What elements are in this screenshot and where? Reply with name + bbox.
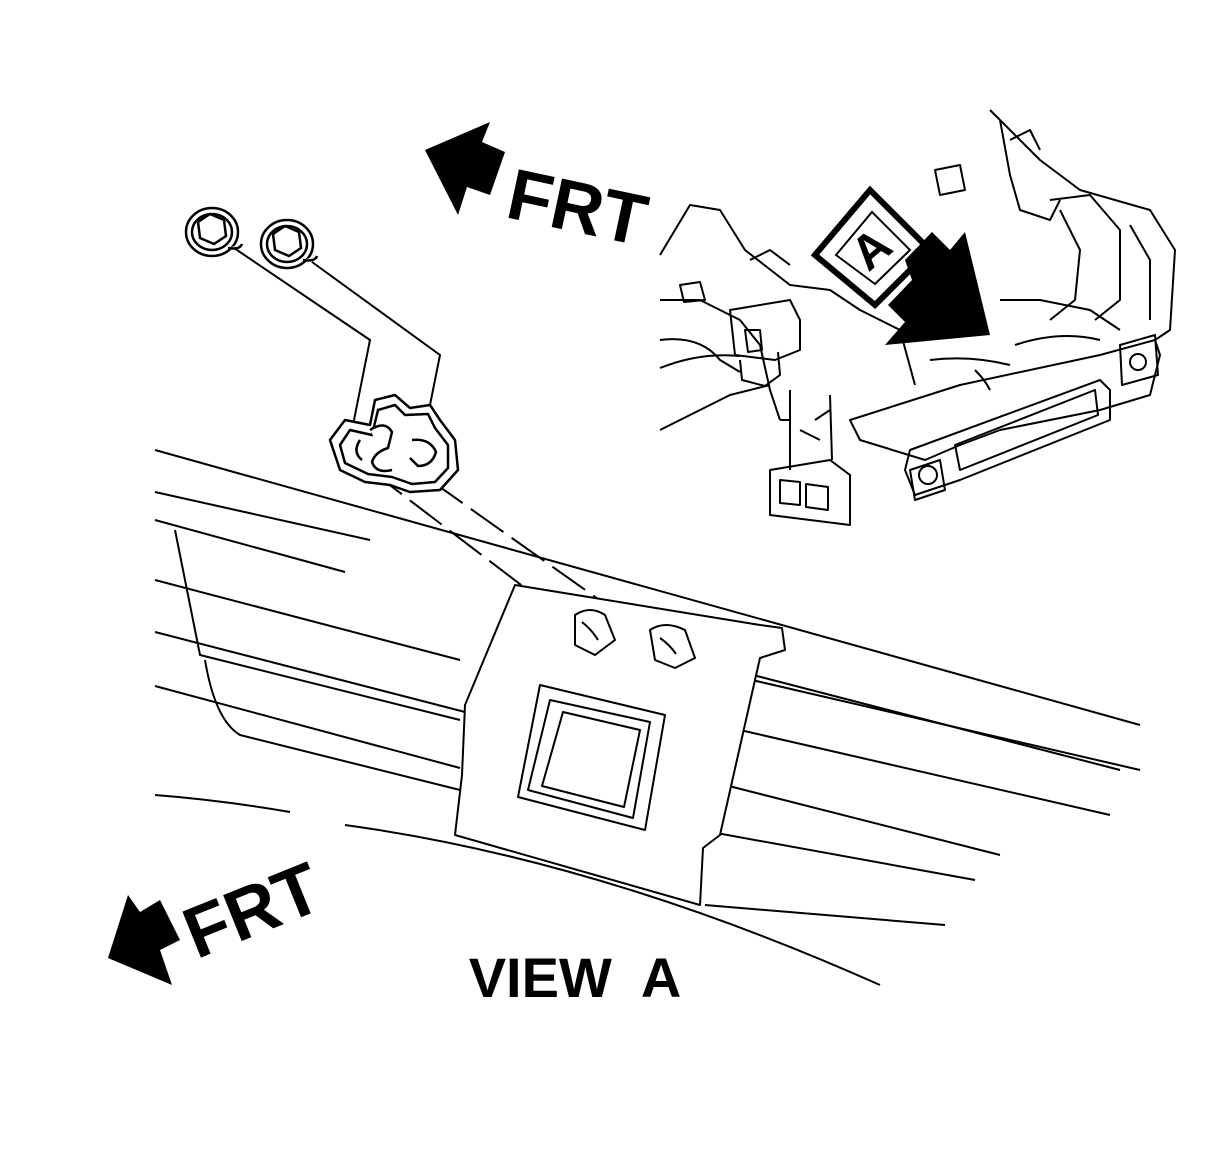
front-direction-indicator-bottom: FRT	[108, 848, 332, 985]
view-title: VIEW A	[469, 946, 682, 1009]
view-a-callout: A	[810, 185, 935, 310]
bolt-2	[259, 218, 319, 270]
latch-mount-plate	[454, 584, 786, 906]
latch-bracket	[328, 393, 460, 494]
front-arrow-icon	[425, 122, 505, 215]
support-panel	[154, 449, 1141, 986]
vehicle-front-structure	[659, 109, 1176, 526]
frt-label-top: FRT	[501, 154, 655, 261]
frt-label-bottom: FRT	[173, 848, 333, 975]
bolt-1	[184, 206, 244, 258]
front-arrow-icon-bottom	[108, 895, 180, 985]
view-direction-arrow	[885, 232, 990, 345]
front-direction-indicator-top: FRT	[425, 122, 654, 262]
